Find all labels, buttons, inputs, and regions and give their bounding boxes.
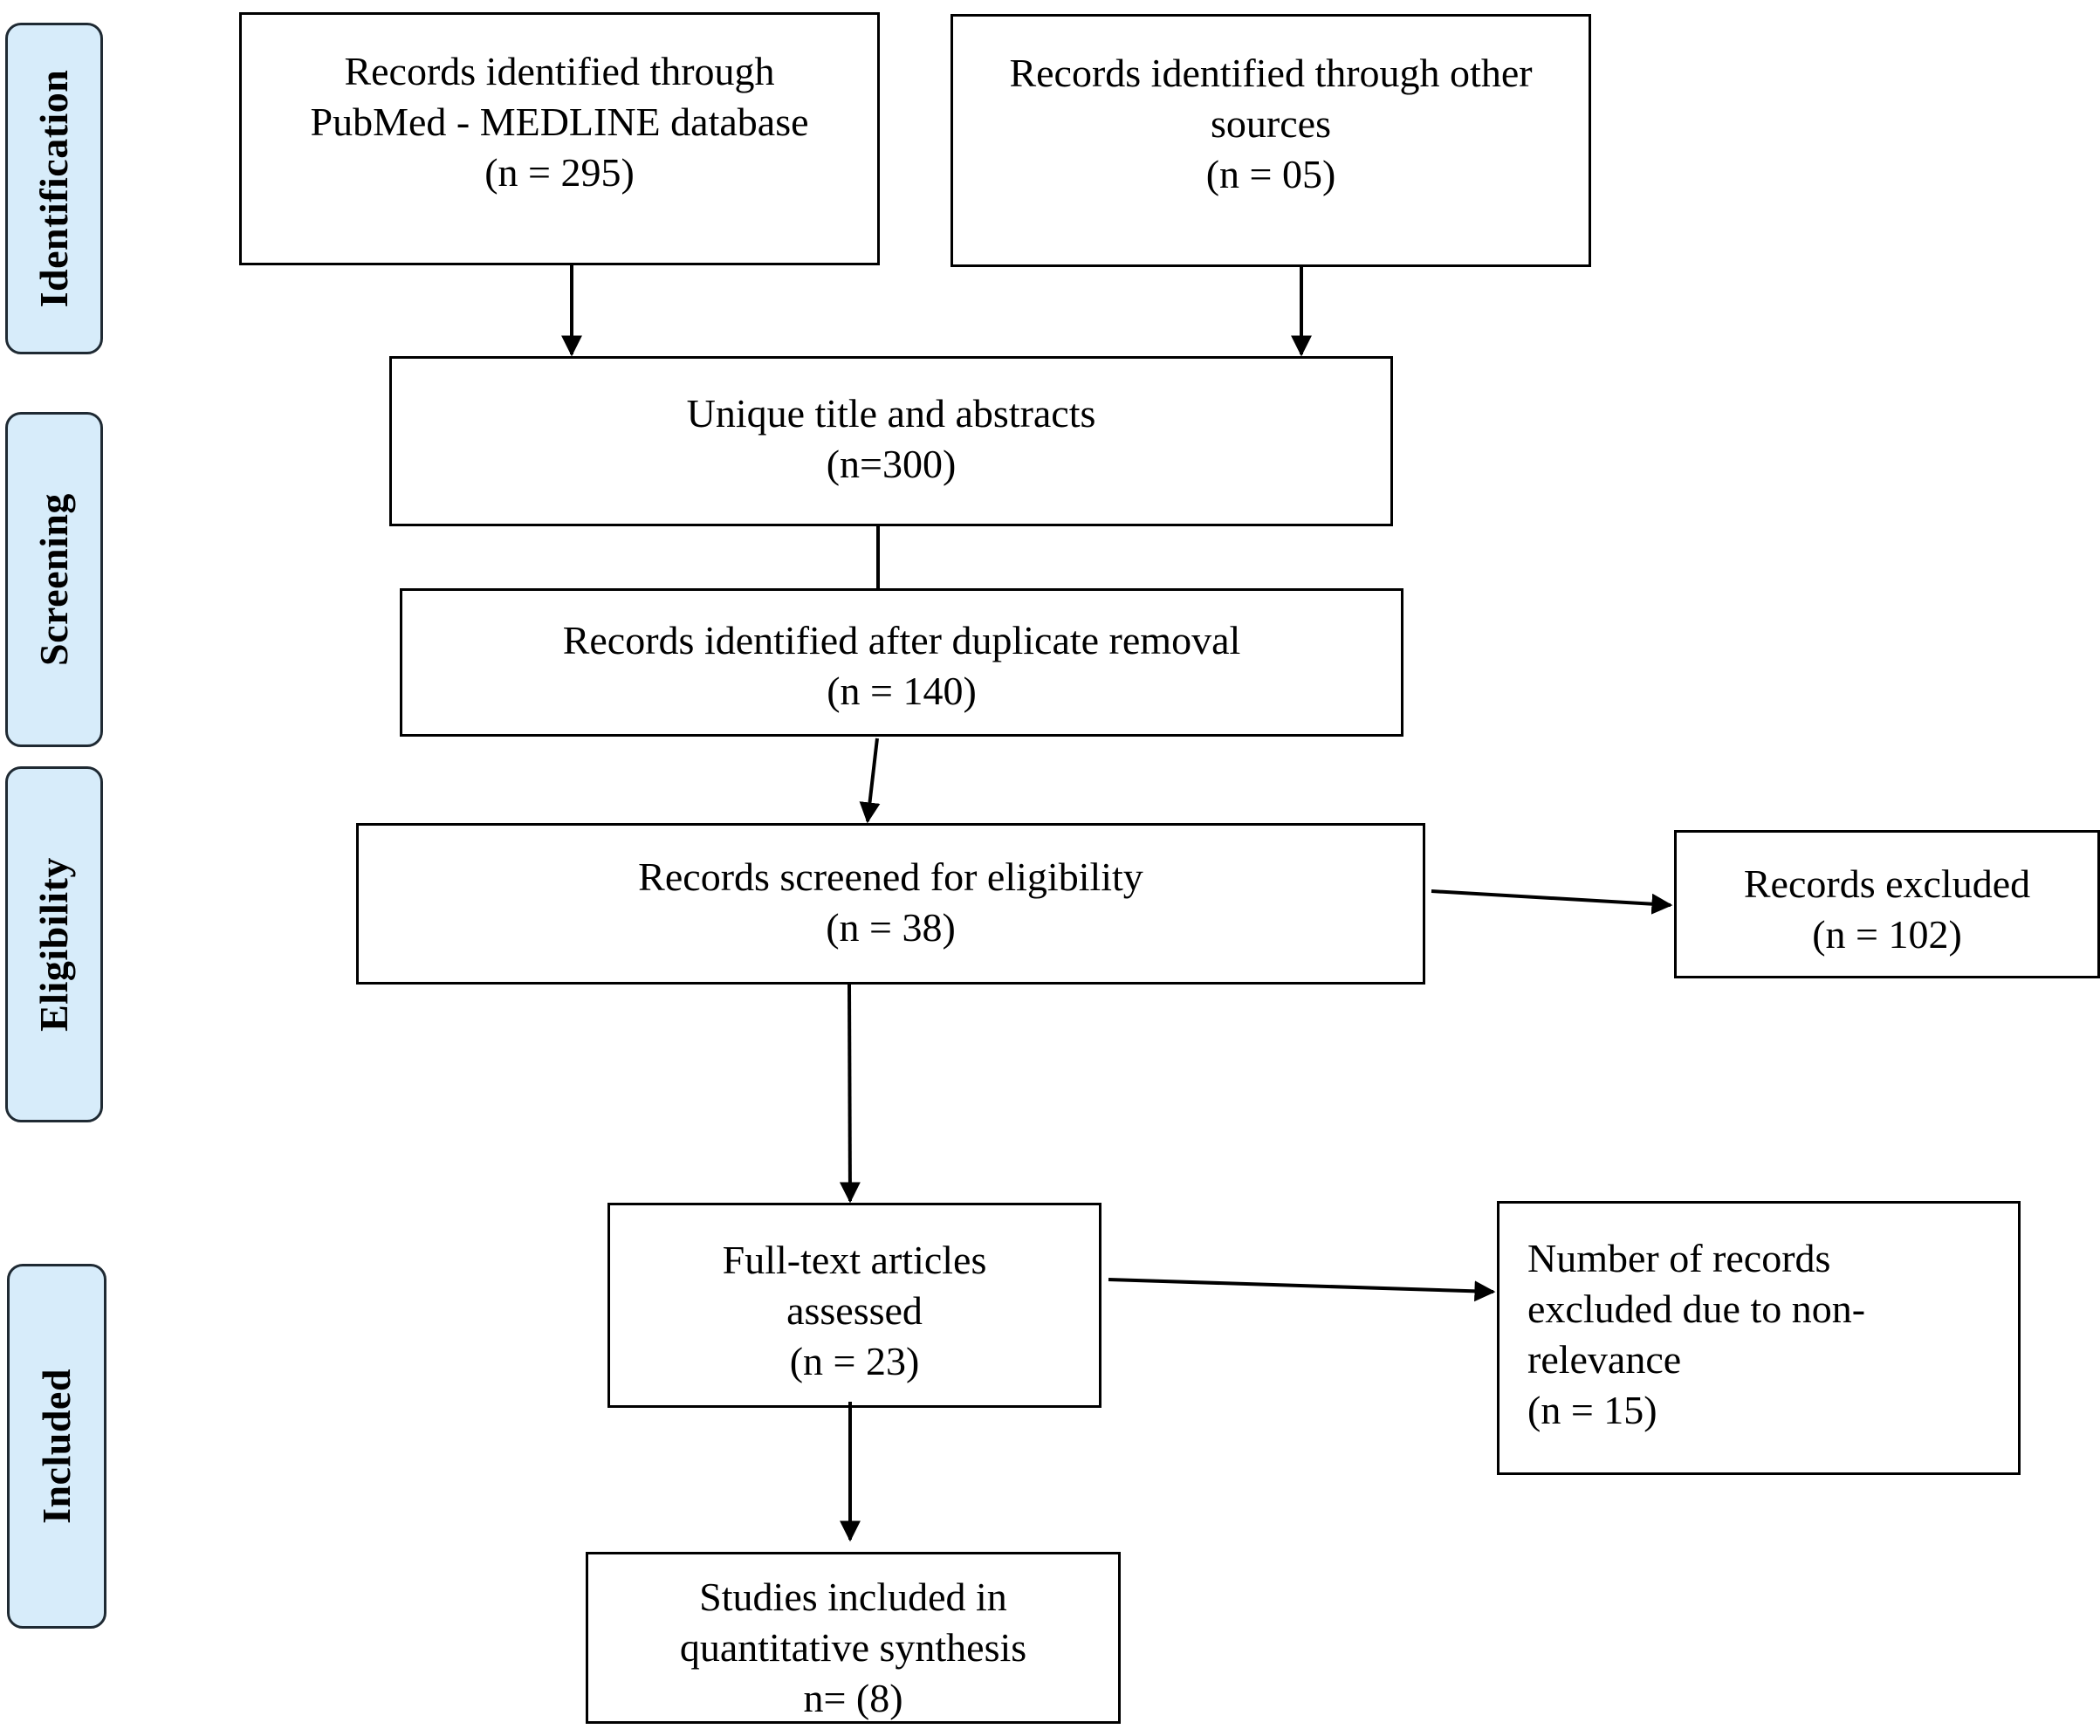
box-pubmed-records: Records identified through PubMed - MEDL…: [239, 12, 880, 265]
box-fulltext-line-2: assessed: [786, 1288, 923, 1333]
box-other-sources-line-1: Records identified through other: [1009, 51, 1533, 95]
box-unique-line-1: Unique title and abstracts: [686, 391, 1096, 436]
box-after-duplicates-line-2: (n = 140): [827, 669, 977, 713]
stage-screening: Screening: [5, 412, 103, 747]
box-after-duplicates-line-1: Records identified after duplicate remov…: [562, 618, 1241, 662]
stage-included: Included: [7, 1264, 106, 1629]
box-other-sources: Records identified through other sources…: [950, 14, 1591, 267]
box-pubmed-line-1: Records identified through: [344, 49, 775, 93]
box-fulltext-assessed: Full-text articles assessed (n = 23): [607, 1203, 1101, 1408]
box-nonrelevance-excluded: Number of records excluded due to non- r…: [1497, 1201, 2021, 1475]
box-fulltext-line-1: Full-text articles: [722, 1238, 987, 1282]
box-pubmed-line-2: PubMed - MEDLINE database: [310, 99, 809, 144]
box-screened-eligibility: Records screened for eligibility (n = 38…: [356, 823, 1425, 985]
stage-eligibility: Eligibility: [5, 766, 103, 1122]
arrow-screened-to-fulltext: [839, 984, 861, 1204]
box-included-line-2: quantitative synthesis: [679, 1625, 1027, 1670]
box-after-duplicates: Records identified after duplicate remov…: [400, 588, 1403, 737]
box-nonrelevance-line-3: relevance: [1527, 1337, 1682, 1382]
box-records-excluded: Records excluded (n = 102): [1674, 830, 2100, 978]
box-other-sources-line-2: sources: [1211, 101, 1331, 146]
box-included-studies: Studies included in quantitative synthes…: [586, 1552, 1121, 1724]
box-excluded-line-2: (n = 102): [1812, 912, 1962, 957]
arrow-duplicates-to-screened: [859, 738, 881, 824]
box-pubmed-line-3: (n = 295): [484, 150, 635, 195]
box-other-sources-line-3: (n = 05): [1205, 152, 1336, 196]
box-nonrelevance-line-4: (n = 15): [1527, 1388, 1657, 1432]
box-excluded-line-1: Records excluded: [1743, 861, 2031, 906]
box-nonrelevance-line-1: Number of records: [1527, 1236, 1831, 1280]
box-nonrelevance-line-2: excluded due to non-: [1527, 1287, 1866, 1331]
arrow-fulltext-to-nonrelevance: [1108, 1278, 1496, 1302]
box-unique-line-2: (n=300): [826, 442, 957, 486]
box-screened-line-2: (n = 38): [826, 905, 956, 950]
box-included-line-1: Studies included in: [699, 1575, 1007, 1619]
arrow-screened-to-excluded: [1431, 889, 1673, 915]
stage-identification: Identification: [5, 23, 103, 354]
box-unique-titles: Unique title and abstracts (n=300): [389, 356, 1393, 526]
box-screened-line-1: Records screened for eligibility: [638, 854, 1143, 899]
box-included-line-3: n= (8): [803, 1676, 903, 1720]
box-fulltext-line-3: (n = 23): [789, 1339, 920, 1383]
